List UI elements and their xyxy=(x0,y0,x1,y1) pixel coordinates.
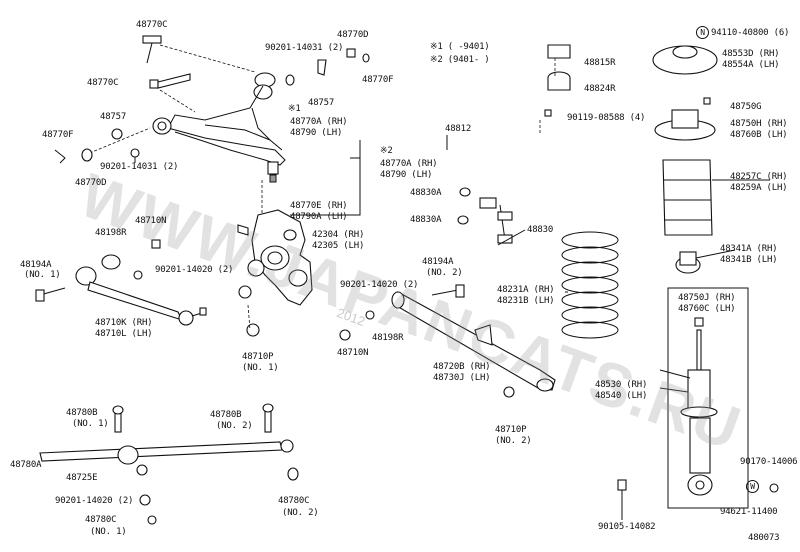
label-48554a-lh: 48554A (LH) xyxy=(722,60,780,70)
label-48257c-rh: 48257C (RH) xyxy=(730,172,788,182)
label-48770c-mid: 48770C xyxy=(87,78,119,88)
label-48750g: 48750G xyxy=(730,102,762,112)
label-48720b-rh: 48720B (RH) xyxy=(433,362,491,372)
label-48710p-no2: 48710P xyxy=(495,425,527,435)
label-48830a-1: 48830A xyxy=(410,188,442,198)
toe-link-drawing xyxy=(35,266,207,326)
label-48780b-no1-sub: (NO. 1) xyxy=(72,419,109,429)
label-90201-14020-left: 90201-14020 (2) xyxy=(155,265,234,275)
label-48341a-rh: 48341A (RH) xyxy=(720,244,778,254)
upper-arm-drawing xyxy=(54,35,370,183)
label-48790-lh-2: 48790 (LH) xyxy=(380,170,433,180)
label-48760b-lh: 48760B (LH) xyxy=(730,130,788,140)
label-48770f-top: 48770F xyxy=(362,75,394,85)
label-48780c-no1-sub: (NO. 1) xyxy=(90,527,127,537)
label-48757-right: 48757 xyxy=(308,98,335,108)
label-48540-lh: 48540 (LH) xyxy=(595,391,648,401)
label-note-1-arm: ※1 xyxy=(288,104,301,114)
label-48770f-left: 48770F xyxy=(42,130,74,140)
label-48725e: 48725E xyxy=(66,473,98,483)
label-48790a-lh: 48790A (LH) xyxy=(290,212,348,222)
leader-lines xyxy=(290,135,770,393)
label-48770d-left: 48770D xyxy=(75,178,107,188)
label-90170-14006: 90170-14006 xyxy=(740,457,798,467)
label-note-2-arm: ※2 xyxy=(380,146,393,156)
label-48194a-no2-sub: (NO. 2) xyxy=(426,268,463,278)
label-48780b-no1: 48780B xyxy=(66,408,98,418)
label-48750j-rh: 48750J (RH) xyxy=(678,293,736,303)
label-48770c-top: 48770C xyxy=(136,20,168,30)
shock-absorber-drawing xyxy=(617,45,779,520)
label-48341b-lh: 48341B (LH) xyxy=(720,255,778,265)
label-42305-lh: 42305 (LH) xyxy=(312,241,365,251)
label-48259a-lh: 48259A (LH) xyxy=(730,183,788,193)
label-48710n-left: 48710N xyxy=(135,216,167,226)
label-48194a-no1: 48194A xyxy=(20,260,52,270)
label-90201-14020-mid: 90201-14020 (2) xyxy=(340,280,419,290)
label-48730j-lh: 48730J (LH) xyxy=(433,373,491,383)
label-48710l-lh: 48710L (LH) xyxy=(95,329,153,339)
label-48194a-no2: 48194A xyxy=(422,257,454,267)
label-48194a-no1-sub: (NO. 1) xyxy=(24,270,61,280)
label-90201-14031-top: 90201-14031 (2) xyxy=(265,43,344,53)
label-48780c-no2-sub: (NO. 2) xyxy=(282,508,319,518)
label-48780c-no1: 48780C xyxy=(85,515,117,525)
coil-spring-drawing xyxy=(561,231,619,339)
n-mark-icon: N xyxy=(696,26,709,39)
label-48530-rh: 48530 (RH) xyxy=(595,380,648,390)
label-48760c-lh: 48760C (LH) xyxy=(678,304,736,314)
label-48830: 48830 xyxy=(527,225,554,235)
label-48710n-mid: 48710N xyxy=(337,348,369,358)
label-48770a-rh-2: 48770A (RH) xyxy=(380,159,438,169)
w-mark-icon: W xyxy=(746,480,761,493)
label-48198r-left: 48198R xyxy=(95,228,127,238)
label-48553d-rh: 48553D (RH) xyxy=(722,49,780,59)
label-90105-14082: 90105-14082 xyxy=(598,522,656,532)
legend-note-2: ※2 (9401- ) xyxy=(430,55,490,65)
label-90201-14031-left: 90201-14031 (2) xyxy=(100,162,179,172)
label-48231b-lh: 48231B (LH) xyxy=(497,296,555,306)
label-48812: 48812 xyxy=(445,124,472,134)
label-48780b-no2: 48780B xyxy=(210,410,242,420)
strut-rod-drawing xyxy=(39,403,299,525)
label-48830a-2: 48830A xyxy=(410,215,442,225)
label-48750h-rh: 48750H (RH) xyxy=(730,119,788,129)
label-48790-lh-1: 48790 (LH) xyxy=(290,128,343,138)
label-48710p-no1: 48710P xyxy=(242,352,274,362)
label-48815r: 48815R xyxy=(584,58,616,68)
label-94110-40800-text: 94110-40800 (6) xyxy=(711,28,790,38)
label-48710k-rh: 48710K (RH) xyxy=(95,318,153,328)
label-48780b-no2-sub: (NO. 2) xyxy=(216,421,253,431)
label-48198r-mid: 48198R xyxy=(372,333,404,343)
label-90201-14020-bottom: 90201-14020 (2) xyxy=(55,496,134,506)
label-42304-rh: 42304 (RH) xyxy=(312,230,365,240)
knuckle-drawing xyxy=(101,180,313,337)
label-90119-08588: 90119-08588 (4) xyxy=(567,113,646,123)
label-48710p-no1-sub: (NO. 1) xyxy=(242,363,279,373)
label-48780c-no2: 48780C xyxy=(278,496,310,506)
lower-arm-drawing xyxy=(339,284,556,398)
label-94621-11400: 94621-11400 xyxy=(720,507,778,517)
label-48757-left: 48757 xyxy=(100,112,127,122)
label-48770a-rh-1: 48770A (RH) xyxy=(290,117,348,127)
label-48780a: 48780A xyxy=(10,460,42,470)
label-48710p-no2-sub: (NO. 2) xyxy=(495,436,532,446)
diagram-id: 480073 xyxy=(748,533,780,543)
label-48824r: 48824R xyxy=(584,84,616,94)
legend-note-1: ※1 ( -9401) xyxy=(430,42,490,52)
label-48770e-rh: 48770E (RH) xyxy=(290,201,348,211)
stabilizer-drawing xyxy=(439,44,571,244)
label-48770d-top: 48770D xyxy=(337,30,369,40)
label-48231a-rh: 48231A (RH) xyxy=(497,285,555,295)
